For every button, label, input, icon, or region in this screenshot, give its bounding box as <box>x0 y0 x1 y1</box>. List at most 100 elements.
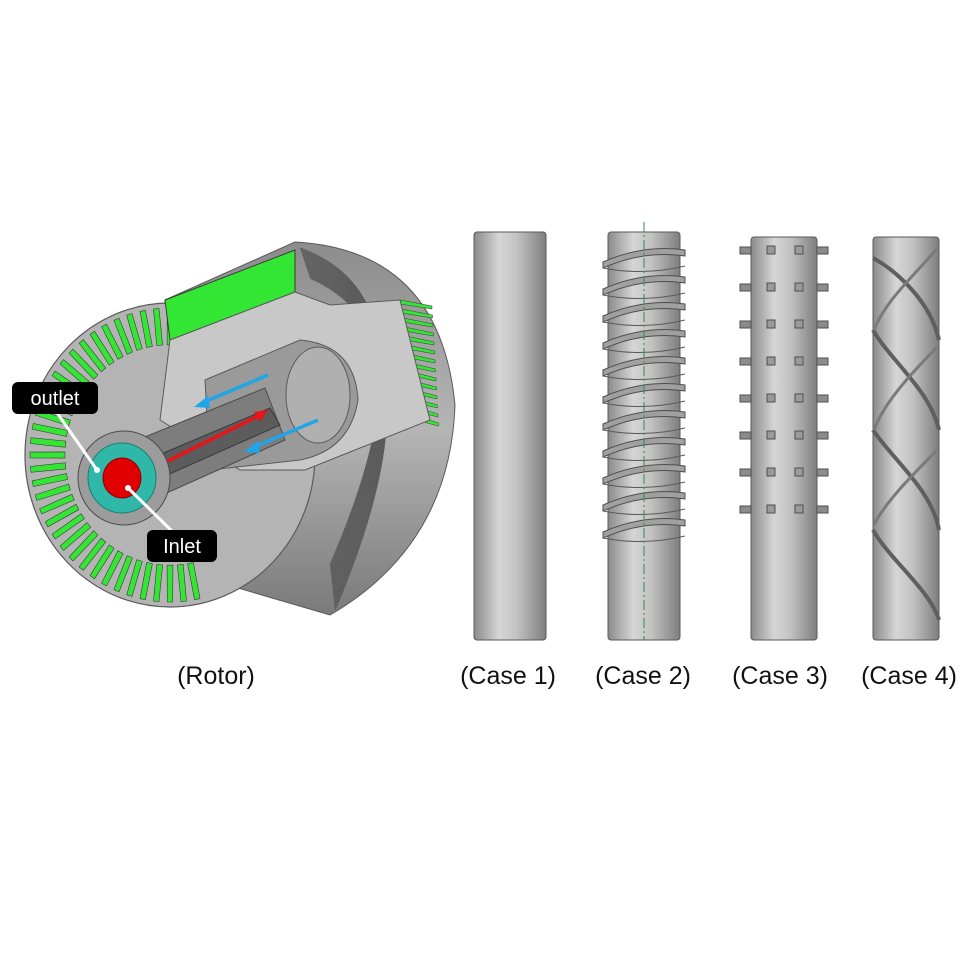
pin-fin <box>816 394 829 403</box>
caption-case4: (Case 4) <box>861 662 957 690</box>
pin-fin <box>739 283 752 292</box>
rotor-slot <box>126 313 143 351</box>
pin-fin <box>816 505 829 514</box>
case4-model <box>871 236 941 641</box>
rotor-slot <box>187 562 201 601</box>
rotor-slot <box>30 462 67 473</box>
pin-fin <box>816 468 829 477</box>
rotor-slot <box>68 348 99 380</box>
case4-twisted-ribs <box>871 245 941 621</box>
pin-fin <box>739 246 752 255</box>
rotor-slot <box>153 308 163 346</box>
rotor-model: outlet Inlet <box>12 241 456 616</box>
pin-fin <box>766 282 776 292</box>
outlet-tag-text: outlet <box>31 388 80 410</box>
case3-pin-fins <box>739 245 829 514</box>
pin-fin <box>816 320 829 329</box>
case4-cylinder <box>872 236 940 641</box>
helical-fin <box>602 518 686 539</box>
rotor-slot <box>89 330 115 366</box>
outlet-leader-dot <box>94 467 100 473</box>
caption-rotor: (Rotor) <box>177 662 255 690</box>
helical-fin <box>602 329 686 350</box>
rotor-slot <box>101 550 124 587</box>
inlet-tag-text: Inlet <box>163 536 201 558</box>
helical-fin <box>602 356 686 377</box>
rotor-slot <box>113 317 133 355</box>
rotor-slot <box>113 555 133 593</box>
case2-model <box>602 222 686 641</box>
caption-case1: (Case 1) <box>460 662 556 690</box>
pin-fin <box>816 246 829 255</box>
pin-fin <box>794 282 804 292</box>
pin-fin <box>766 430 776 440</box>
rotor-slot <box>51 513 85 540</box>
pin-fin <box>766 356 776 366</box>
rotor-slot <box>59 522 92 551</box>
flow-arrow-red <box>149 410 268 472</box>
helical-fin <box>602 248 686 269</box>
pin-fin <box>739 357 752 366</box>
flow-arrow-blue-lower <box>244 418 319 453</box>
pin-fin <box>766 467 776 477</box>
pin-fin <box>766 319 776 329</box>
pin-fin <box>739 431 752 440</box>
case3-model <box>739 236 829 641</box>
helical-fin <box>602 383 686 404</box>
pin-fin <box>739 505 752 514</box>
helical-fin <box>602 464 686 485</box>
pin-fin <box>766 393 776 403</box>
caption-case3: (Case 3) <box>732 662 828 690</box>
pin-fin <box>794 356 804 366</box>
helical-fin <box>602 437 686 458</box>
rotor-slot <box>153 564 163 602</box>
rotor-slot <box>31 423 68 437</box>
rotor-slot <box>34 483 71 501</box>
case1-model <box>473 231 547 641</box>
rotor-slot <box>31 473 68 487</box>
rotor-slot <box>78 537 107 571</box>
helical-fin <box>602 302 686 323</box>
rotor-slot <box>166 564 174 603</box>
pin-fin <box>739 320 752 329</box>
pin-fin <box>794 393 804 403</box>
pin-fin <box>794 430 804 440</box>
pin-fin <box>766 245 776 255</box>
rotor-slot <box>139 309 153 348</box>
case1-cylinder <box>473 231 547 641</box>
rotor-slot <box>30 437 67 448</box>
caption-case2: (Case 2) <box>595 662 691 690</box>
pin-fin <box>794 319 804 329</box>
pin-fin <box>766 504 776 514</box>
rotor-slot <box>139 562 153 601</box>
rotor-slot <box>126 559 143 597</box>
rotor-slot <box>78 339 107 373</box>
pin-fin <box>816 357 829 366</box>
pin-fin <box>794 245 804 255</box>
flow-arrow-blue-upper <box>194 373 269 408</box>
pin-fin <box>816 431 829 440</box>
rotor-slot <box>177 564 187 602</box>
rotor-slot <box>29 451 66 459</box>
rotor-slot <box>68 530 99 562</box>
inlet-leader <box>126 486 178 537</box>
pin-fin <box>739 468 752 477</box>
pin-fin <box>739 394 752 403</box>
case3-cylinder <box>750 236 818 641</box>
inlet-tag: Inlet <box>147 530 217 562</box>
rotor-slot <box>44 503 80 528</box>
helical-fin <box>602 275 686 296</box>
outlet-tag: outlet <box>12 382 98 414</box>
cavity-end <box>285 346 351 444</box>
pin-fin <box>816 283 829 292</box>
inlet-core <box>102 457 142 499</box>
helical-fin <box>602 410 686 431</box>
pin-fin <box>794 504 804 514</box>
inlet-leader-dot <box>125 485 131 491</box>
rotor-slot <box>39 493 75 515</box>
rotor-slot <box>89 544 115 580</box>
rotor-slot <box>101 323 124 360</box>
outlet-leader <box>53 409 99 471</box>
helical-fin <box>602 491 686 512</box>
